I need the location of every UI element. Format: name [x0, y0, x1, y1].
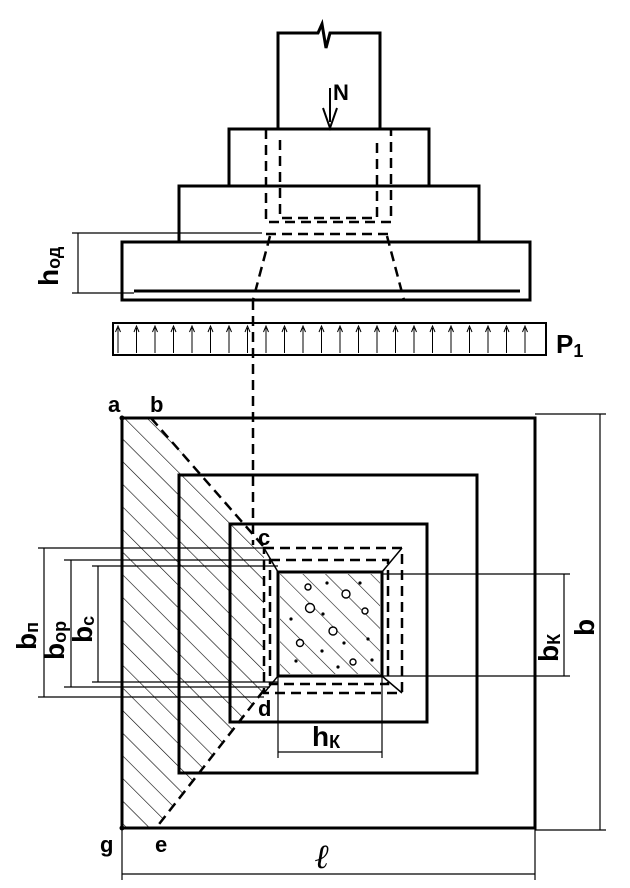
column-section-hatch: [280, 574, 380, 674]
pressure-arrow-head: [337, 324, 343, 333]
pressure-arrow-head: [503, 324, 510, 333]
pressure-arrows: [115, 324, 528, 353]
pressure-arrow-head: [281, 324, 288, 333]
diag-de: [155, 689, 265, 829]
bk-label: bК: [533, 633, 564, 662]
point-g: g: [100, 832, 113, 857]
socket-corner-br: [381, 675, 403, 694]
elevation-view: N hод P1: [33, 18, 583, 545]
length-label: ℓ: [315, 837, 330, 877]
pressure-arrow-head: [300, 324, 306, 333]
pressure-arrow-head: [207, 324, 214, 333]
pressure-arrow-head: [189, 324, 195, 333]
socket-plan-outer: [262, 546, 404, 695]
pressure-arrow-head: [485, 324, 491, 333]
pressure-arrow-head: [170, 324, 177, 333]
step-middle: [177, 184, 481, 244]
plan-outer: [120, 416, 537, 830]
plan-top-step: [228, 522, 429, 724]
punch-line-right: [385, 235, 406, 301]
concrete-aggregate: [289, 581, 374, 669]
pressure-arrow-head: [448, 324, 454, 333]
point-b: b: [150, 392, 163, 417]
socket-plan-inner: [268, 558, 390, 686]
punch-line-left: [251, 235, 272, 301]
bop-label: bор: [39, 621, 70, 660]
socket-outline: [264, 129, 393, 224]
force-label: N: [333, 80, 349, 105]
hod-label: hод: [33, 246, 64, 286]
socket-inner: [278, 140, 379, 220]
pressure-arrow-head: [115, 324, 121, 333]
pressure-arrow-head: [392, 324, 399, 333]
step-top: [227, 127, 431, 188]
hatched-zone: [122, 418, 264, 828]
pressure-box: [112, 322, 547, 356]
plan-view: bп bор bс bК b hК ℓ: [11, 392, 606, 880]
pressure-arrow-head: [355, 324, 362, 333]
pressure-arrow-head: [522, 324, 528, 333]
pressure-arrow-head: [226, 324, 232, 333]
point-a: a: [108, 392, 121, 417]
pressure-label: P1: [556, 329, 583, 361]
point-e: e: [155, 832, 167, 857]
point-c: c: [258, 525, 270, 550]
pressure-arrow-head: [263, 324, 269, 333]
pressure-arrow-head: [411, 324, 417, 333]
hk-label: hК: [312, 721, 341, 752]
bn-label: bп: [11, 622, 42, 650]
bc-label: bс: [67, 616, 98, 643]
column: [276, 18, 382, 130]
pressure-arrow-head: [133, 324, 140, 333]
pressure-arrow-head: [466, 324, 473, 333]
point-d: d: [258, 696, 271, 721]
socket-corner-tl: [263, 547, 279, 573]
diag-bc: [150, 417, 265, 548]
pressure-arrow-head: [244, 324, 251, 333]
socket-corner-bl: [263, 675, 279, 694]
pressure-arrow-head: [429, 324, 436, 333]
pressure-arrow-head: [318, 324, 325, 333]
socket-corner-tr: [381, 547, 403, 573]
step-bottom: [120, 240, 532, 302]
pressure-arrow-head: [152, 324, 158, 333]
b-total-label: b: [569, 619, 600, 636]
pressure-arrow-head: [374, 324, 380, 333]
plan-middle: [177, 473, 479, 775]
